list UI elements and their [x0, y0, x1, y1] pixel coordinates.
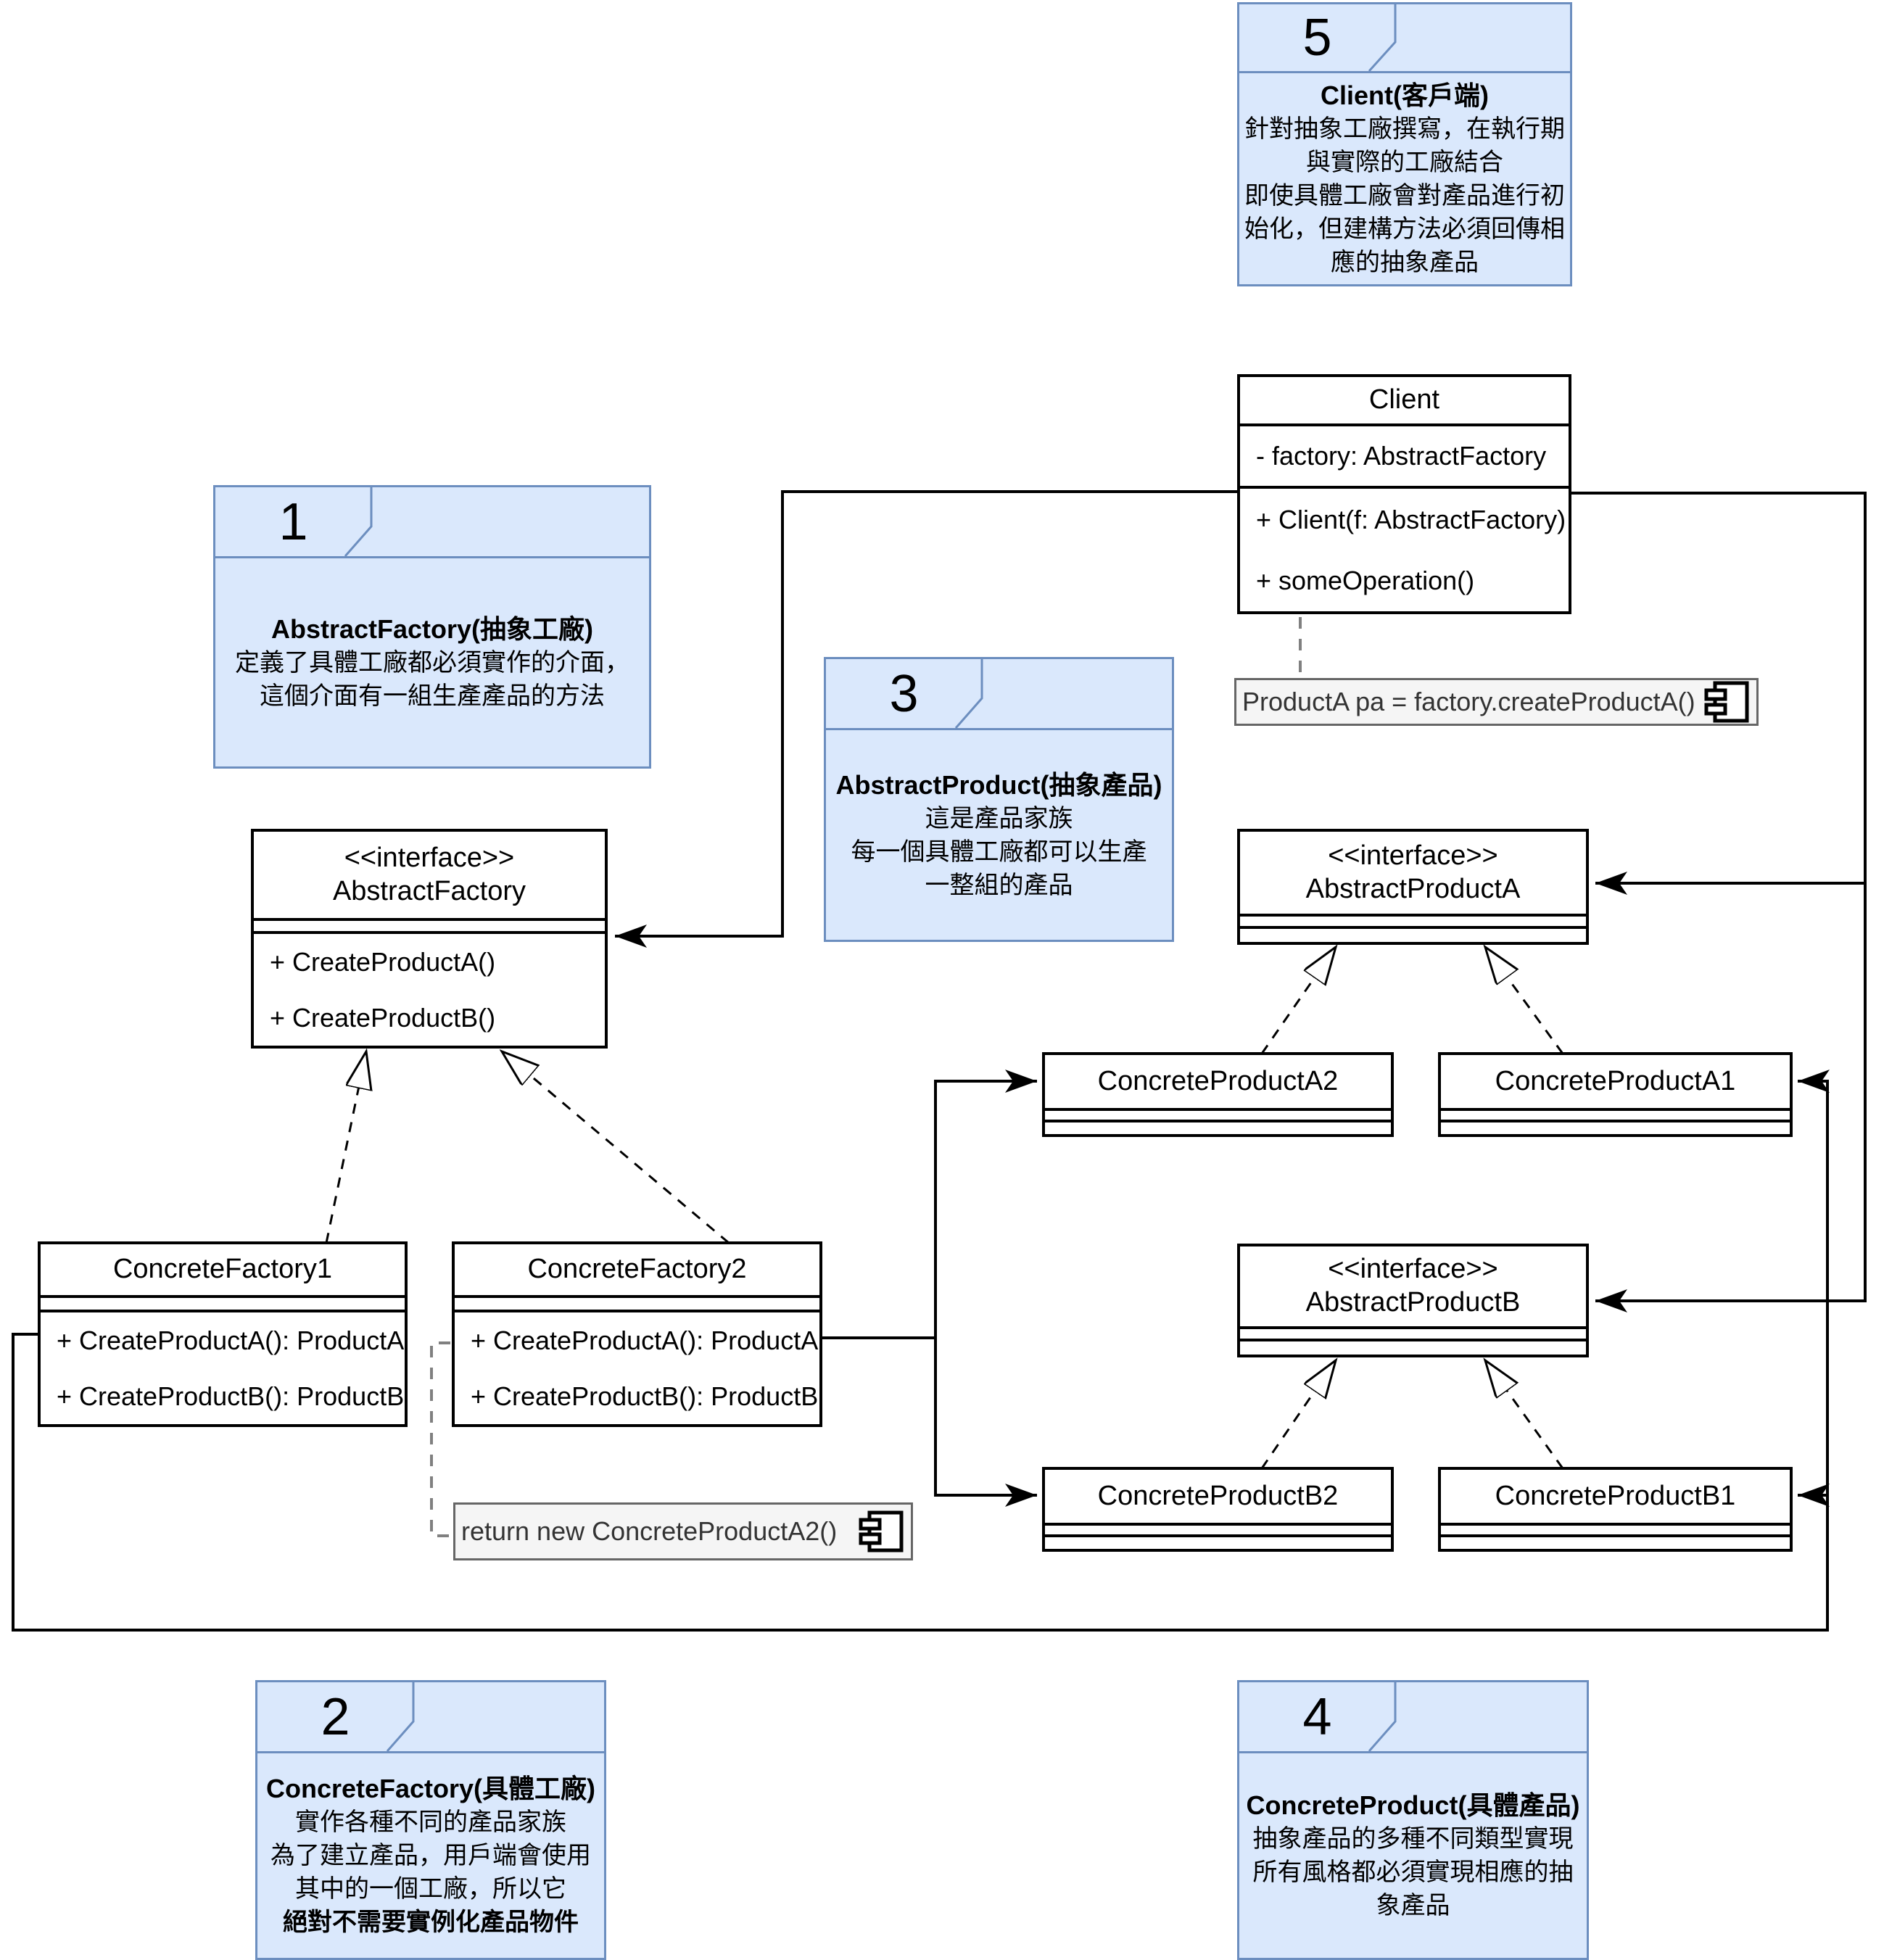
note-title: AbstractProduct(抽象產品) — [835, 769, 1162, 800]
class-stereotype: <<interface>> — [1328, 840, 1498, 871]
uml-component-icon — [1704, 681, 1749, 723]
note-title: Client(客戶端) — [1321, 80, 1489, 110]
edge-client-to-abstractfactory[interactable] — [615, 490, 1237, 948]
class-method: + Client(f: AbstractFactory) — [1256, 504, 1566, 534]
note-title: ConcreteFactory(具體工廠) — [265, 1774, 596, 1803]
edge-dependency-concretefactory2-to-return-note[interactable] — [430, 1341, 450, 1537]
note-flag-slash — [386, 1682, 415, 1751]
class-method: + CreateProductB(): ProductB — [57, 1381, 405, 1411]
edge-realization-concretefactory1[interactable] — [325, 1051, 366, 1244]
note-flag-band: 5 — [1239, 4, 1570, 73]
class-title: ConcreteProductA2 — [1097, 1065, 1339, 1096]
note-body: 針對抽象工廠撰寫，在執行期 與實際的工廠結合 即使具體工廠會對產品進行初 始化，… — [1244, 115, 1565, 276]
annotation-text: return new ConcreteProductA2() — [461, 1516, 838, 1546]
class-abstract-product-b[interactable]: <<interface>> AbstractProductB — [1237, 1244, 1589, 1357]
class-method: + CreateProductA(): ProductA — [471, 1325, 819, 1355]
class-title: AbstractProductB — [1305, 1287, 1521, 1318]
class-stereotype: <<interface>> — [1328, 1254, 1498, 1285]
class-concrete-product-b2[interactable]: ConcreteProductB2 — [1042, 1467, 1394, 1552]
annotation-factory-return[interactable]: return new ConcreteProductA2() — [453, 1502, 913, 1560]
note-flag-band: 3 — [826, 659, 1172, 730]
class-attribute: - factory: AbstractFactory — [1256, 441, 1547, 471]
class-title: ConcreteFactory2 — [527, 1254, 747, 1285]
note-number: 3 — [889, 664, 919, 723]
note-number: 2 — [321, 1687, 350, 1746]
class-client[interactable]: Client - factory: AbstractFactory + Clie… — [1237, 374, 1571, 614]
edge-realization-concretefactory2[interactable] — [502, 1051, 730, 1244]
edge-realization-concreteproducta2[interactable] — [1260, 947, 1336, 1054]
note-number: 4 — [1302, 1687, 1332, 1746]
note-flag-band: 1 — [215, 487, 649, 558]
note-bold-line: 絕對不需要實例化產品物件 — [283, 1909, 579, 1936]
class-concrete-product-b1[interactable]: ConcreteProductB1 — [1438, 1467, 1793, 1552]
note-concretefactory[interactable]: 2 ConcreteFactory(具體工廠) 實作各種不同的產品家族 為了建立… — [255, 1680, 606, 1960]
class-method: + CreateProductA(): ProductA — [57, 1325, 405, 1355]
note-flag-slash — [1368, 4, 1397, 71]
edge-realization-concreteproductb1[interactable] — [1485, 1360, 1564, 1469]
note-number: 5 — [1302, 9, 1332, 67]
edge-concretefactory2-to-concreteproducta2[interactable] — [822, 1070, 1037, 1339]
note-abstractproduct[interactable]: 3 AbstractProduct(抽象產品) 這是產品家族 每一個具體工廠都可… — [824, 657, 1174, 942]
class-title: ConcreteProductA1 — [1495, 1065, 1736, 1096]
edge-concretefactory2-to-concreteproductb2[interactable] — [822, 1336, 1037, 1507]
note-flag-slash — [344, 487, 373, 556]
class-abstract-product-a[interactable]: <<interface>> AbstractProductA — [1237, 829, 1589, 945]
edge-realization-concreteproductb2[interactable] — [1260, 1360, 1336, 1469]
note-body: 抽象產品的多種不同類型實現 所有風格都必須實現相應的抽 象產品 — [1252, 1825, 1574, 1919]
uml-component-icon — [859, 1510, 904, 1552]
note-abstractfactory[interactable]: 1 AbstractFactory(抽象工廠) 定義了具體工廠都必須實作的介面，… — [213, 485, 651, 769]
class-title: ConcreteProductB2 — [1097, 1480, 1339, 1511]
class-title: AbstractProductA — [1305, 873, 1521, 904]
annotation-text: ProductA pa = factory.createProductA() — [1242, 687, 1695, 716]
note-number: 1 — [278, 492, 308, 551]
note-flag-band: 4 — [1239, 1682, 1587, 1753]
note-flag-band: 2 — [257, 1682, 604, 1753]
class-abstract-factory[interactable]: <<interface>> AbstractFactory + CreatePr… — [251, 829, 608, 1049]
class-title: Client — [1368, 384, 1440, 415]
note-body: 實作各種不同的產品家族 為了建立產品，用戶端會使用 其中的一個工廠，所以它 — [270, 1808, 591, 1903]
class-method: + CreateProductB() — [270, 1002, 496, 1033]
edge-realization-concreteproducta1[interactable] — [1485, 947, 1564, 1054]
edge-client-to-abstractproductb[interactable] — [1571, 492, 1867, 1312]
class-stereotype: <<interface>> — [344, 842, 515, 873]
note-client[interactable]: 5 Client(客戶端) 針對抽象工廠撰寫，在執行期 與實際的工廠結合 即使具… — [1237, 2, 1572, 286]
note-body: 定義了具體工廠都必須實作的介面， 這個介面有一組生產產品的方法 — [235, 648, 629, 710]
edge-concretefactory1-to-concreteproducta1[interactable] — [12, 1070, 1830, 1632]
note-flag-slash — [1368, 1682, 1397, 1751]
class-method: + CreateProductB(): ProductB — [471, 1381, 819, 1411]
note-concreteproduct[interactable]: 4 ConcreteProduct(具體產品) 抽象產品的多種不同類型實現 所有… — [1237, 1680, 1589, 1960]
note-title: AbstractFactory(抽象工廠) — [270, 613, 594, 644]
class-method: + someOperation() — [1256, 566, 1475, 596]
class-method: + CreateProductA() — [270, 946, 496, 977]
note-title: ConcreteProduct(具體產品) — [1246, 1790, 1580, 1820]
class-concrete-factory1[interactable]: ConcreteFactory1 + CreateProductA(): Pro… — [38, 1241, 408, 1427]
note-body: 這是產品家族 每一個具體工廠都可以生產 一整組的產品 — [851, 804, 1147, 899]
class-concrete-factory2[interactable]: ConcreteFactory2 + CreateProductA(): Pro… — [452, 1241, 822, 1427]
class-concrete-product-a2[interactable]: ConcreteProductA2 — [1042, 1052, 1394, 1137]
class-title: ConcreteProductB1 — [1495, 1480, 1736, 1511]
class-concrete-product-a1[interactable]: ConcreteProductA1 — [1438, 1052, 1793, 1137]
class-title: ConcreteFactory1 — [112, 1254, 332, 1285]
note-flag-slash — [954, 659, 983, 728]
annotation-client-call[interactable]: ProductA pa = factory.createProductA() — [1234, 678, 1759, 726]
class-title: AbstractFactory — [332, 875, 526, 906]
